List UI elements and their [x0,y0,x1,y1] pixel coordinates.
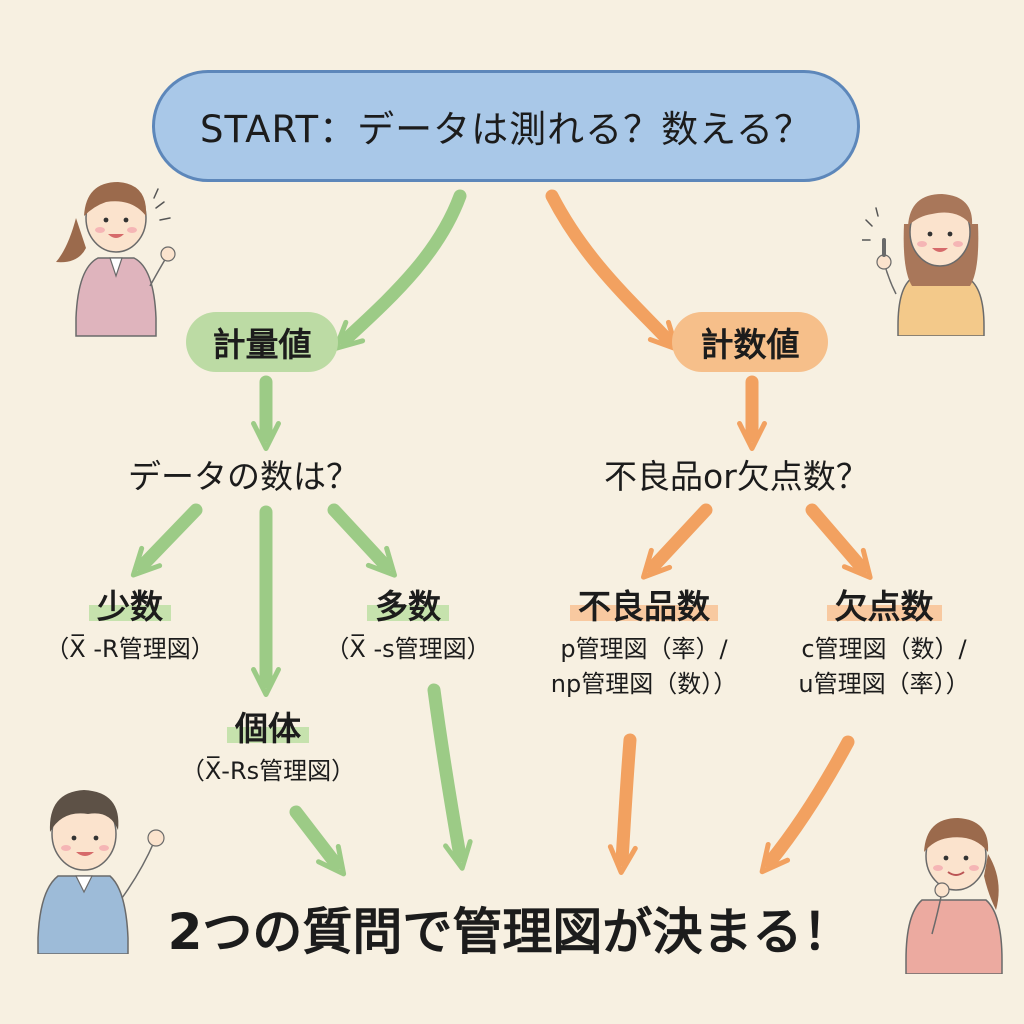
defect-type-question: 不良品or欠点数？ [604,457,869,496]
arrow-to-few [130,503,203,578]
leaf-defective-line2: np管理図（数）） [550,669,738,698]
arrow-start-to-measured [333,189,467,351]
leaf-defects-charts: c管理図（数）/ u管理図（率）） [778,632,990,702]
leaf-defects-line1: c管理図（数）/ [801,635,967,663]
leaf-individual: 個体 （X̅-Rs管理図） [168,702,368,789]
start-node: START：データは測れる？数える？ [152,70,860,182]
arrow-to-defects [805,503,873,580]
leaf-defective-line1: p管理図（率）/ [560,635,728,663]
leaf-defects-title: 欠点数 [826,580,942,628]
arrow-start-to-counted [545,189,680,352]
leaf-few-chart: （X̅ -R管理図） [45,635,215,663]
leaf-defects-line2: u管理図（率）） [798,669,970,698]
leaf-many-title: 多数 [367,580,449,628]
arrow-defects-to-result [759,735,855,875]
leaf-defective-charts: p管理図（率）/ np管理図（数）） [530,632,758,702]
man-waving-illustration [37,790,165,954]
data-count-question: データの数は？ [128,457,359,496]
leaf-defective: 不良品数 p管理図（率）/ np管理図（数）） [530,580,758,702]
arrow-to-defective [640,503,713,580]
leaf-individual-chart: （X̅-Rs管理図） [180,757,356,785]
arrow-individual-to-result [289,805,347,877]
arrow-to-many [327,503,397,578]
leaf-defects: 欠点数 c管理図（数）/ u管理図（率）） [778,580,990,702]
arrow-defective-to-result [607,733,638,875]
measured-value-node: 計量値 [186,312,338,372]
arrow-many-to-result [427,683,473,871]
leaf-few: 少数 （X̅ -R管理図） [30,580,230,667]
woman-pointing-illustration [862,194,985,336]
woman-waving-illustration [56,182,176,337]
leaf-defective-title: 不良品数 [570,580,718,628]
leaf-many: 多数 （X̅ -s管理図） [310,580,506,667]
leaf-few-title: 少数 [89,580,171,628]
count-value-node: 計数値 [672,312,828,372]
leaf-individual-title: 個体 [227,702,309,750]
conclusion-text: 2つの質問で管理図が決まる！ [167,903,853,961]
woman-thinking-illustration [905,818,1003,974]
leaf-many-chart: （X̅ -s管理図） [325,635,491,663]
